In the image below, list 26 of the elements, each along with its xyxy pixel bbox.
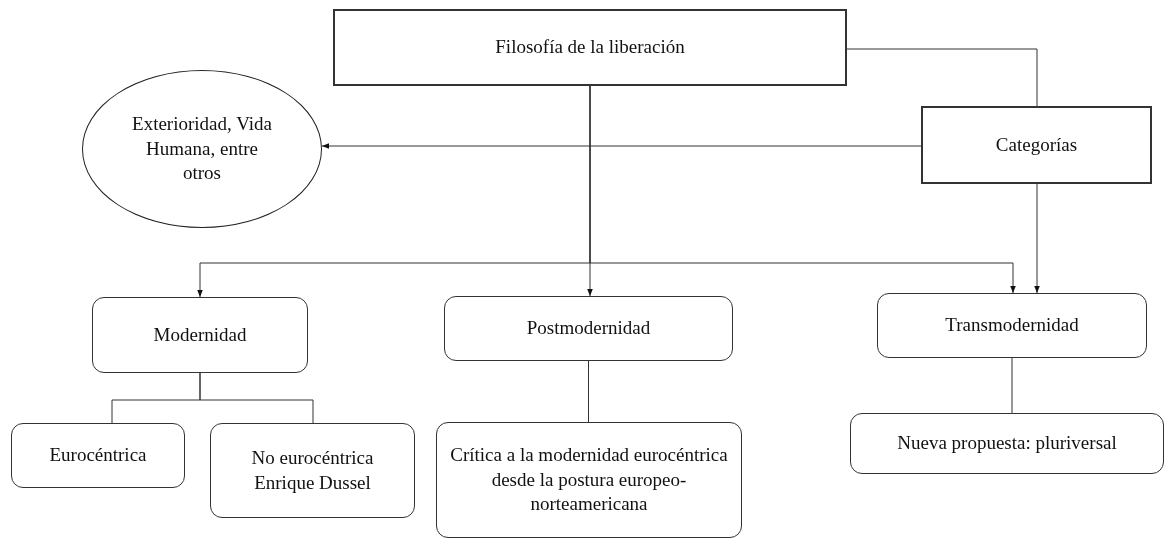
rounded-box — [850, 413, 1164, 474]
rounded-box — [92, 297, 308, 373]
rounded-box — [877, 293, 1147, 358]
rounded-box — [444, 296, 733, 361]
rounded-box — [210, 423, 415, 518]
node-label: Filosofía de la liberación — [495, 35, 685, 60]
rounded-box — [11, 423, 185, 488]
arrow — [589, 85, 1016, 294]
node-label: Crítica a la modernidad eurocéntrica desde la postura europeo-norteamericana — [449, 442, 729, 517]
node-label: Eurocéntrica — [49, 443, 147, 468]
node-label: Exterioridad, Vida Humana, entre otros — [131, 111, 273, 186]
connector-line — [1011, 357, 1013, 414]
connector-line — [846, 48, 1038, 107]
node-label: Postmodernidad — [526, 316, 651, 341]
node-label: No eurocéntrica Enrique Dussel — [250, 445, 375, 495]
node-label: Categorías — [995, 132, 1078, 157]
node-label: Transmodernidad — [945, 313, 1079, 338]
connector-line — [588, 360, 589, 423]
arrow — [321, 143, 922, 149]
process-box — [333, 9, 847, 86]
node-label: Modernidad — [153, 322, 247, 347]
process-box — [921, 106, 1152, 184]
connector-line — [199, 372, 314, 424]
arrow — [1034, 183, 1040, 294]
node-label: Nueva propuesta: pluriversal — [897, 431, 1117, 456]
rounded-box — [436, 422, 742, 538]
